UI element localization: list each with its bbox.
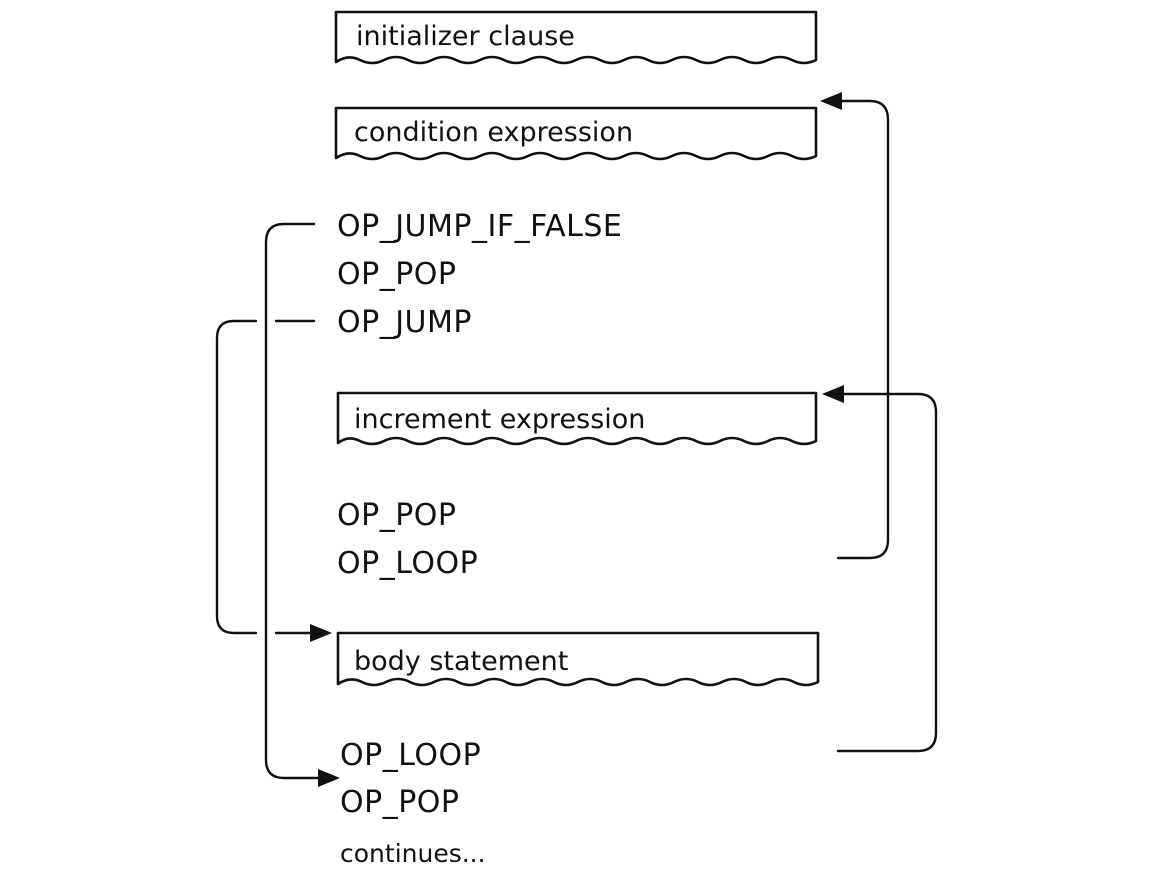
jump-to-body-arrow <box>215 319 332 642</box>
increment-expression-label: increment expression <box>354 404 645 435</box>
body-statement-label: body statement <box>354 646 568 677</box>
op-pop-after-condition: OP_POP <box>337 257 457 292</box>
loop-to-condition-arrow <box>820 92 890 560</box>
initializer-clause-label: initializer clause <box>356 21 575 52</box>
continues-label: continues... <box>340 839 486 868</box>
condition-expression-block: condition expression <box>334 106 818 161</box>
op-loop-to-condition: OP_LOOP <box>337 546 478 581</box>
op-jump: OP_JUMP <box>337 305 472 340</box>
increment-expression-block: increment expression <box>336 391 818 446</box>
op-pop-at-exit: OP_POP <box>340 785 460 820</box>
op-loop-to-increment: OP_LOOP <box>340 738 481 773</box>
op-pop-after-increment: OP_POP <box>337 498 457 533</box>
initializer-clause-block: initializer clause <box>334 10 818 65</box>
jump-if-false-arrow <box>264 222 340 787</box>
body-statement-block: body statement <box>336 631 820 687</box>
condition-expression-label: condition expression <box>354 117 633 148</box>
loop-to-increment-arrow <box>822 385 938 753</box>
op-jump-if-false: OP_JUMP_IF_FALSE <box>337 209 622 244</box>
